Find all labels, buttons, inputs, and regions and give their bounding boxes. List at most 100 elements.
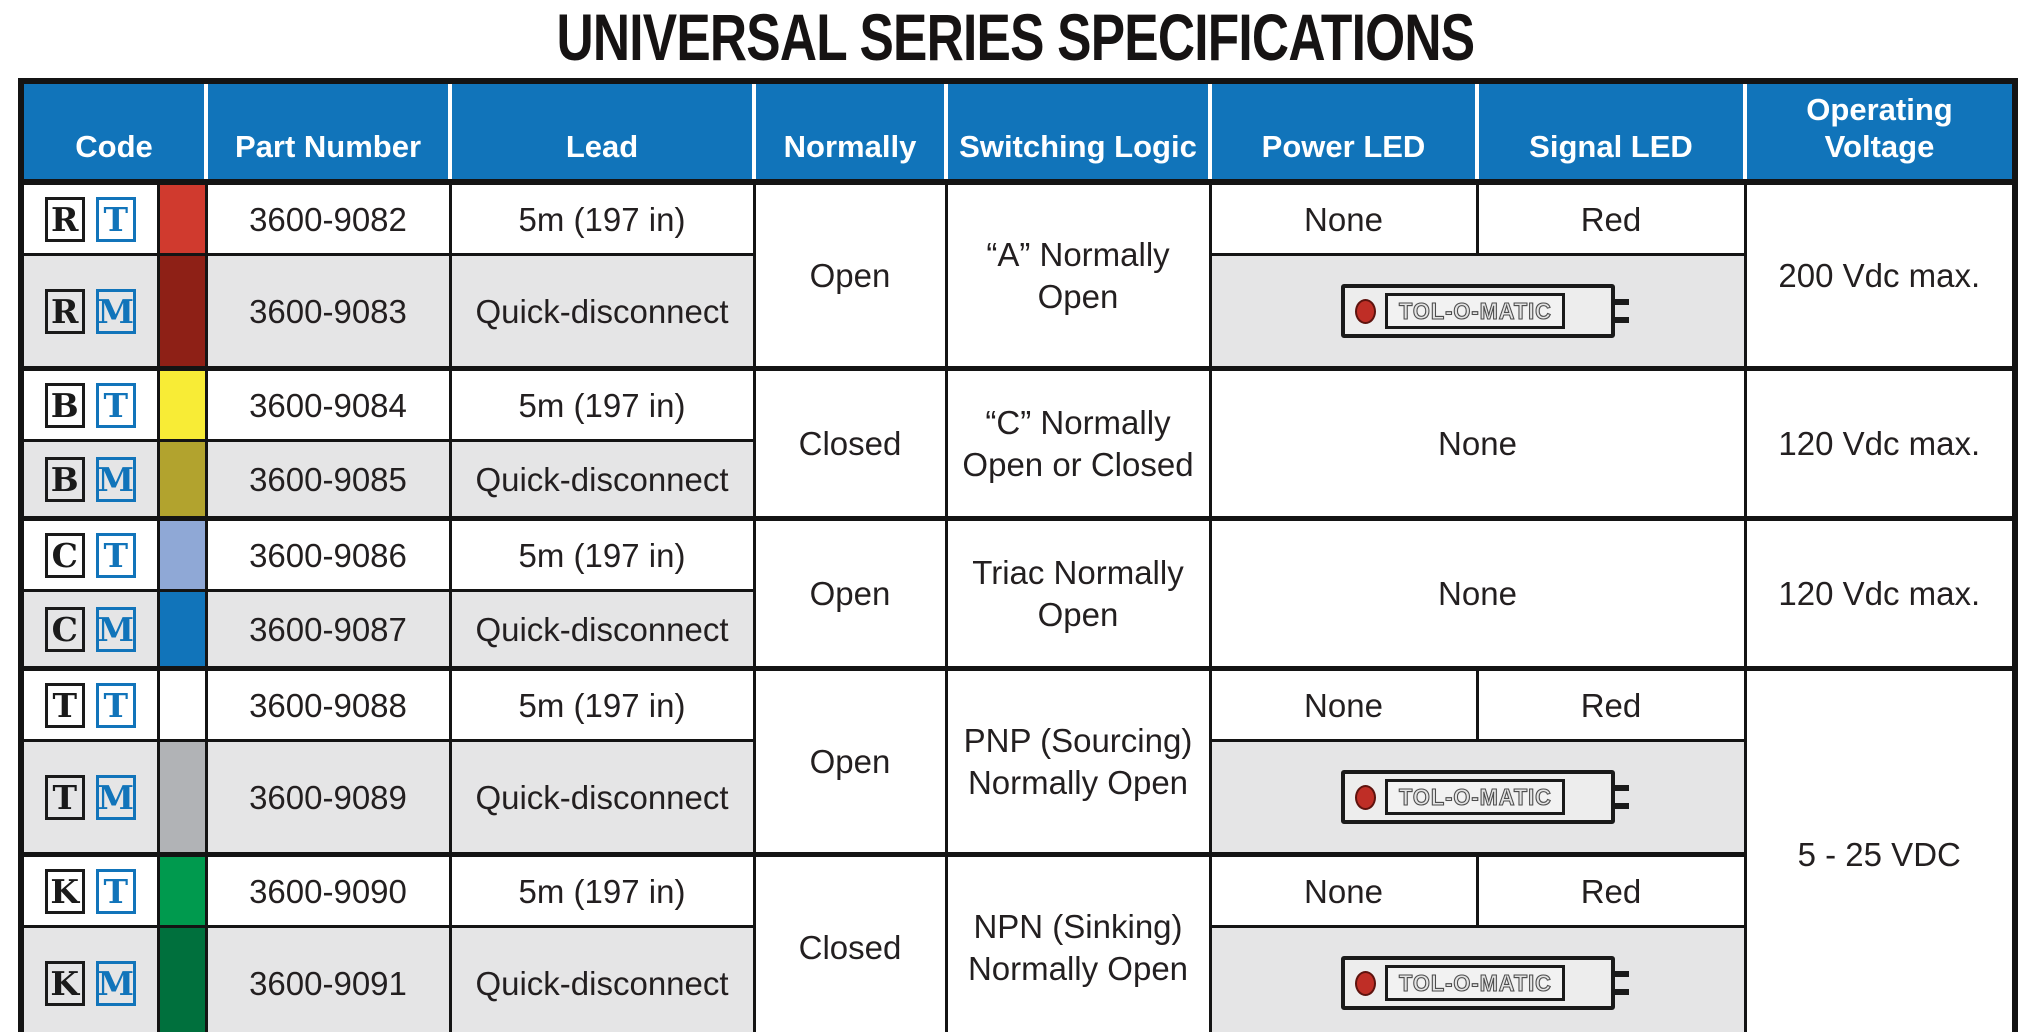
spec-table: Code Part Number Lead Normally Switching… — [18, 78, 2018, 1032]
column-header-power-led: Power LED — [1210, 81, 1479, 186]
code-boxes: K M — [26, 960, 155, 1006]
part-number-cell: 3600-9088 — [204, 666, 452, 743]
lead-cell: 5m (197 in) — [448, 852, 756, 929]
sensor-brand-label: TOL-O-MATIC — [1398, 783, 1552, 810]
sensor-graphic: TOL-O-MATIC — [1340, 956, 1629, 1011]
part-number-cell: 3600-9087 — [204, 589, 452, 671]
lead-cell: 5m (197 in) — [448, 666, 756, 743]
sensor-brand-plate: TOL-O-MATIC — [1384, 965, 1566, 1002]
code-letter-box-secondary: T — [95, 196, 136, 242]
code-letter-box-secondary: T — [95, 682, 136, 728]
lead-cell: Quick-disconnect — [448, 589, 756, 671]
table-row: C M 3600-9087 Quick-disconnect — [19, 589, 2015, 671]
lead-cell: 5m (197 in) — [448, 366, 756, 443]
lead-cell: Quick-disconnect — [448, 739, 756, 857]
operating-voltage-cell: 120 Vdc max. — [1743, 516, 2017, 671]
code-cell: R T — [19, 180, 160, 257]
table-row: R T 3600-9082 5m (197 in) Open “A” Norma… — [19, 180, 2017, 371]
table-row: K T 3600-9090 5m (197 in) Closed NPN (Si… — [19, 852, 2015, 1032]
code-boxes: B T — [26, 382, 155, 428]
code-letter-box-primary: R — [44, 288, 85, 334]
code-letter-box-primary: B — [44, 382, 85, 428]
part-number-cell: 3600-9089 — [204, 739, 452, 857]
spec-table-wrap: Code Part Number Lead Normally Switching… — [18, 78, 2018, 1032]
color-swatch — [156, 516, 208, 593]
code-letter-box-primary: T — [44, 682, 85, 728]
table-row: R M 3600-9083 Quick-disconnect TOL-O-MAT… — [19, 253, 2015, 371]
table-row: K M 3600-9091 Quick-disconnect TOL-O-MAT… — [19, 925, 2015, 1032]
normally-cell: Open — [752, 516, 948, 671]
column-header-operating-voltage: Operating Voltage — [1745, 81, 2015, 186]
color-swatch — [156, 439, 208, 521]
part-number-cell: 3600-9091 — [204, 925, 452, 1032]
code-cell: K T — [19, 852, 160, 929]
led-combined-cell: None — [1208, 516, 1747, 671]
code-boxes: R M — [26, 288, 155, 334]
operating-voltage-cell: 200 Vdc max. — [1743, 180, 2017, 371]
code-letter-box-secondary: M — [95, 606, 136, 652]
code-cell: C M — [19, 589, 160, 671]
code-boxes: K T — [26, 868, 155, 914]
table-row: T T 3600-9088 5m (197 in) Open PNP (Sour… — [19, 666, 2017, 1032]
code-cell: C T — [19, 516, 160, 593]
column-header-lead: Lead — [450, 81, 756, 186]
power-led-cell: None — [1208, 666, 1479, 743]
sensor-graphic: TOL-O-MATIC — [1340, 770, 1629, 825]
sensor-graphic: TOL-O-MATIC — [1340, 284, 1629, 339]
code-cell: K M — [19, 925, 160, 1032]
sensor-brand-label: TOL-O-MATIC — [1398, 969, 1552, 996]
code-cell: T T — [19, 666, 160, 743]
power-led-cell: None — [1208, 180, 1479, 257]
header-row: Code Part Number Lead Normally Switching… — [21, 81, 2015, 186]
code-cell: R M — [19, 253, 160, 371]
color-swatch — [156, 925, 208, 1032]
sensor-brand-plate: TOL-O-MATIC — [1384, 779, 1566, 816]
part-number-cell: 3600-9083 — [204, 253, 452, 371]
page-title: UNIVERSAL SERIES SPECIFICATIONS — [556, 0, 1475, 74]
led-combined-cell: None — [1208, 366, 1747, 521]
switching-logic-cell: Triac Normally Open — [944, 516, 1212, 671]
part-number-cell: 3600-9086 — [204, 516, 452, 593]
color-swatch — [156, 253, 208, 371]
code-cell: B M — [19, 439, 160, 521]
code-letter-box-secondary: M — [95, 288, 136, 334]
column-header-signal-led: Signal LED — [1477, 81, 1747, 186]
sensor-led-icon — [1354, 298, 1376, 324]
code-boxes: T T — [26, 682, 155, 728]
color-swatch — [156, 739, 208, 857]
code-letter-box-secondary: T — [95, 868, 136, 914]
part-number-cell: 3600-9085 — [204, 439, 452, 521]
table-row: B T 3600-9084 5m (197 in) Closed “C” Nor… — [19, 366, 2017, 521]
switching-logic-cell: “A” Normally Open — [944, 180, 1212, 371]
code-letter-box-secondary: M — [95, 960, 136, 1006]
code-boxes: C T — [26, 532, 155, 578]
code-boxes: T M — [26, 774, 155, 820]
part-number-cell: 3600-9082 — [204, 180, 452, 257]
code-boxes: R T — [26, 196, 155, 242]
code-letter-box-primary: T — [44, 774, 85, 820]
code-letter-box-primary: K — [44, 960, 85, 1006]
lead-cell: Quick-disconnect — [448, 439, 756, 521]
normally-cell: Closed — [752, 366, 948, 521]
column-header-code: Code — [21, 81, 208, 186]
sensor-brand-label: TOL-O-MATIC — [1398, 297, 1552, 324]
normally-cell: Open — [752, 180, 948, 371]
code-boxes: B M — [26, 456, 155, 502]
sensor-led-icon — [1354, 970, 1376, 996]
table-row: B M 3600-9085 Quick-disconnect — [19, 439, 2015, 521]
color-swatch — [156, 180, 208, 257]
part-number-cell: 3600-9084 — [204, 366, 452, 443]
led-sensor-cell: TOL-O-MATIC — [1208, 739, 1747, 857]
lead-cell: 5m (197 in) — [448, 180, 756, 257]
signal-led-cell: Red — [1475, 666, 1747, 743]
code-boxes: C M — [26, 606, 155, 652]
page-title-wrap: UNIVERSAL SERIES SPECIFICATIONS — [0, 0, 2030, 76]
normally-cell: Open — [752, 666, 948, 857]
code-letter-box-secondary: M — [95, 774, 136, 820]
code-letter-box-primary: K — [44, 868, 85, 914]
code-letter-box-primary: B — [44, 456, 85, 502]
code-cell: B T — [19, 366, 160, 443]
operating-voltage-cell: 5 - 25 VDC — [1743, 666, 2017, 1032]
color-swatch — [156, 666, 208, 743]
color-swatch — [156, 366, 208, 443]
